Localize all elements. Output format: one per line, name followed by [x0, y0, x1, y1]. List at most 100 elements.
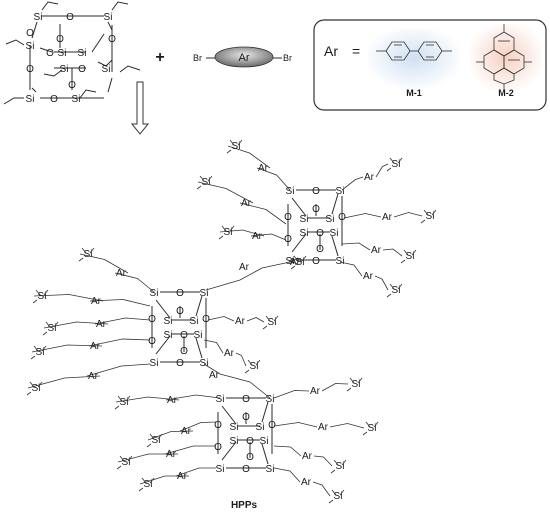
atom-o: O	[78, 64, 86, 75]
atom-si: Si	[34, 12, 43, 23]
atom-ar: Ar	[177, 471, 188, 482]
reaction-arrow	[130, 81, 150, 135]
atom-si: Si	[60, 64, 69, 75]
dibromo-monomer: Br Ar Br	[193, 46, 292, 68]
atom-o: O	[202, 314, 210, 325]
atom-ar: Ar	[91, 296, 102, 307]
atom-ar: Ar	[258, 163, 269, 174]
atom-si: Si	[38, 291, 47, 302]
atom-si: Si	[26, 41, 35, 52]
atom-si: Si	[32, 383, 41, 394]
atom-ar: Ar	[116, 268, 127, 279]
atom-si: Si	[190, 316, 199, 327]
legend-equals: =	[352, 43, 360, 59]
atom-ar: Ar	[90, 341, 101, 352]
atom-o: O	[26, 64, 34, 75]
atom-ar: Ar	[252, 231, 263, 242]
atom-o: O	[108, 34, 116, 45]
atom-o: O	[316, 244, 324, 255]
atom-ar: Ar	[371, 245, 382, 256]
atom-ar: Ar	[209, 370, 220, 381]
ar-legend-box: Ar = M-1	[313, 19, 547, 111]
atom-si: Si	[326, 214, 335, 225]
atom-si: Si	[150, 288, 159, 299]
atom-si: Si	[256, 422, 265, 433]
atom-si: Si	[144, 479, 153, 490]
atom-si: Si	[352, 379, 361, 390]
atom-o: O	[46, 48, 54, 59]
atom-o: O	[148, 314, 156, 325]
atom-si: Si	[230, 422, 239, 433]
atom-o: O	[180, 330, 188, 341]
atom-si: Si	[368, 423, 377, 434]
atom-o: O	[312, 186, 320, 197]
atom-si: Si	[268, 317, 277, 328]
aryl-label: Ar	[239, 52, 250, 64]
atom-si: Si	[266, 464, 275, 475]
atom-ar: Ar	[224, 348, 235, 359]
atom-o: O	[214, 442, 222, 453]
atom-si: Si	[48, 323, 57, 334]
m1-label: M-1	[406, 88, 422, 98]
product-label: HPPs	[231, 500, 258, 511]
atom-si: Si	[202, 177, 211, 188]
poss-vinyl-cage: Si O Si O O Si O Si Si O Si O Si O O Si …	[3, 1, 141, 105]
atom-o: O	[50, 94, 58, 105]
atom-ar: Ar	[96, 319, 107, 330]
atom-o: O	[176, 288, 184, 299]
atom-o: O	[180, 346, 188, 357]
atom-si: Si	[336, 256, 345, 267]
atom-si: Si	[84, 249, 93, 260]
atom-o: O	[312, 256, 320, 267]
atom-si: Si	[286, 186, 295, 197]
atom-ar: Ar	[167, 395, 178, 406]
plus-sign: +	[155, 49, 164, 66]
atom-si: Si	[250, 361, 259, 372]
bromine-right: Br	[283, 53, 292, 63]
atom-si: Si	[200, 358, 209, 369]
atom-si: Si	[164, 316, 173, 327]
atom-si: Si	[266, 394, 275, 405]
atom-o: O	[68, 80, 76, 91]
atom-si: Si	[330, 228, 339, 239]
atom-ar: Ar	[382, 212, 393, 223]
atom-o: O	[284, 212, 292, 223]
atom-si: Si	[336, 461, 345, 472]
atom-si: Si	[336, 186, 345, 197]
atom-si: Si	[164, 330, 173, 341]
atom-si: Si	[26, 94, 35, 105]
biphenyl-structure: M-1	[368, 28, 460, 98]
atom-o: O	[214, 420, 222, 431]
atom-o: O	[148, 336, 156, 347]
atom-si: Si	[152, 435, 161, 446]
atom-ar: Ar	[318, 422, 329, 433]
atom-o: O	[56, 34, 64, 45]
atom-ar: Ar	[364, 172, 375, 183]
atom-ar: Ar	[290, 257, 301, 268]
pyrene-structure: M-2	[470, 24, 542, 98]
atom-si: Si	[224, 227, 233, 238]
atom-o: O	[242, 464, 250, 475]
atom-si: Si	[102, 64, 111, 75]
atom-si: Si	[120, 397, 129, 408]
atom-si: Si	[230, 436, 239, 447]
atom-o: O	[26, 28, 34, 39]
atom-si: Si	[296, 257, 305, 268]
atom-ar: Ar	[241, 198, 252, 209]
atom-o: O	[242, 394, 250, 405]
atom-si: Si	[194, 330, 203, 341]
atom-o: O	[338, 212, 346, 223]
atom-si: Si	[300, 214, 309, 225]
atom-o: O	[242, 412, 250, 423]
aryl-ellipse	[214, 46, 274, 68]
atom-si: Si	[392, 159, 401, 170]
atom-si: Si	[260, 436, 269, 447]
atom-si: Si	[232, 141, 241, 152]
atom-si: Si	[36, 347, 45, 358]
atom-si: Si	[78, 48, 87, 59]
